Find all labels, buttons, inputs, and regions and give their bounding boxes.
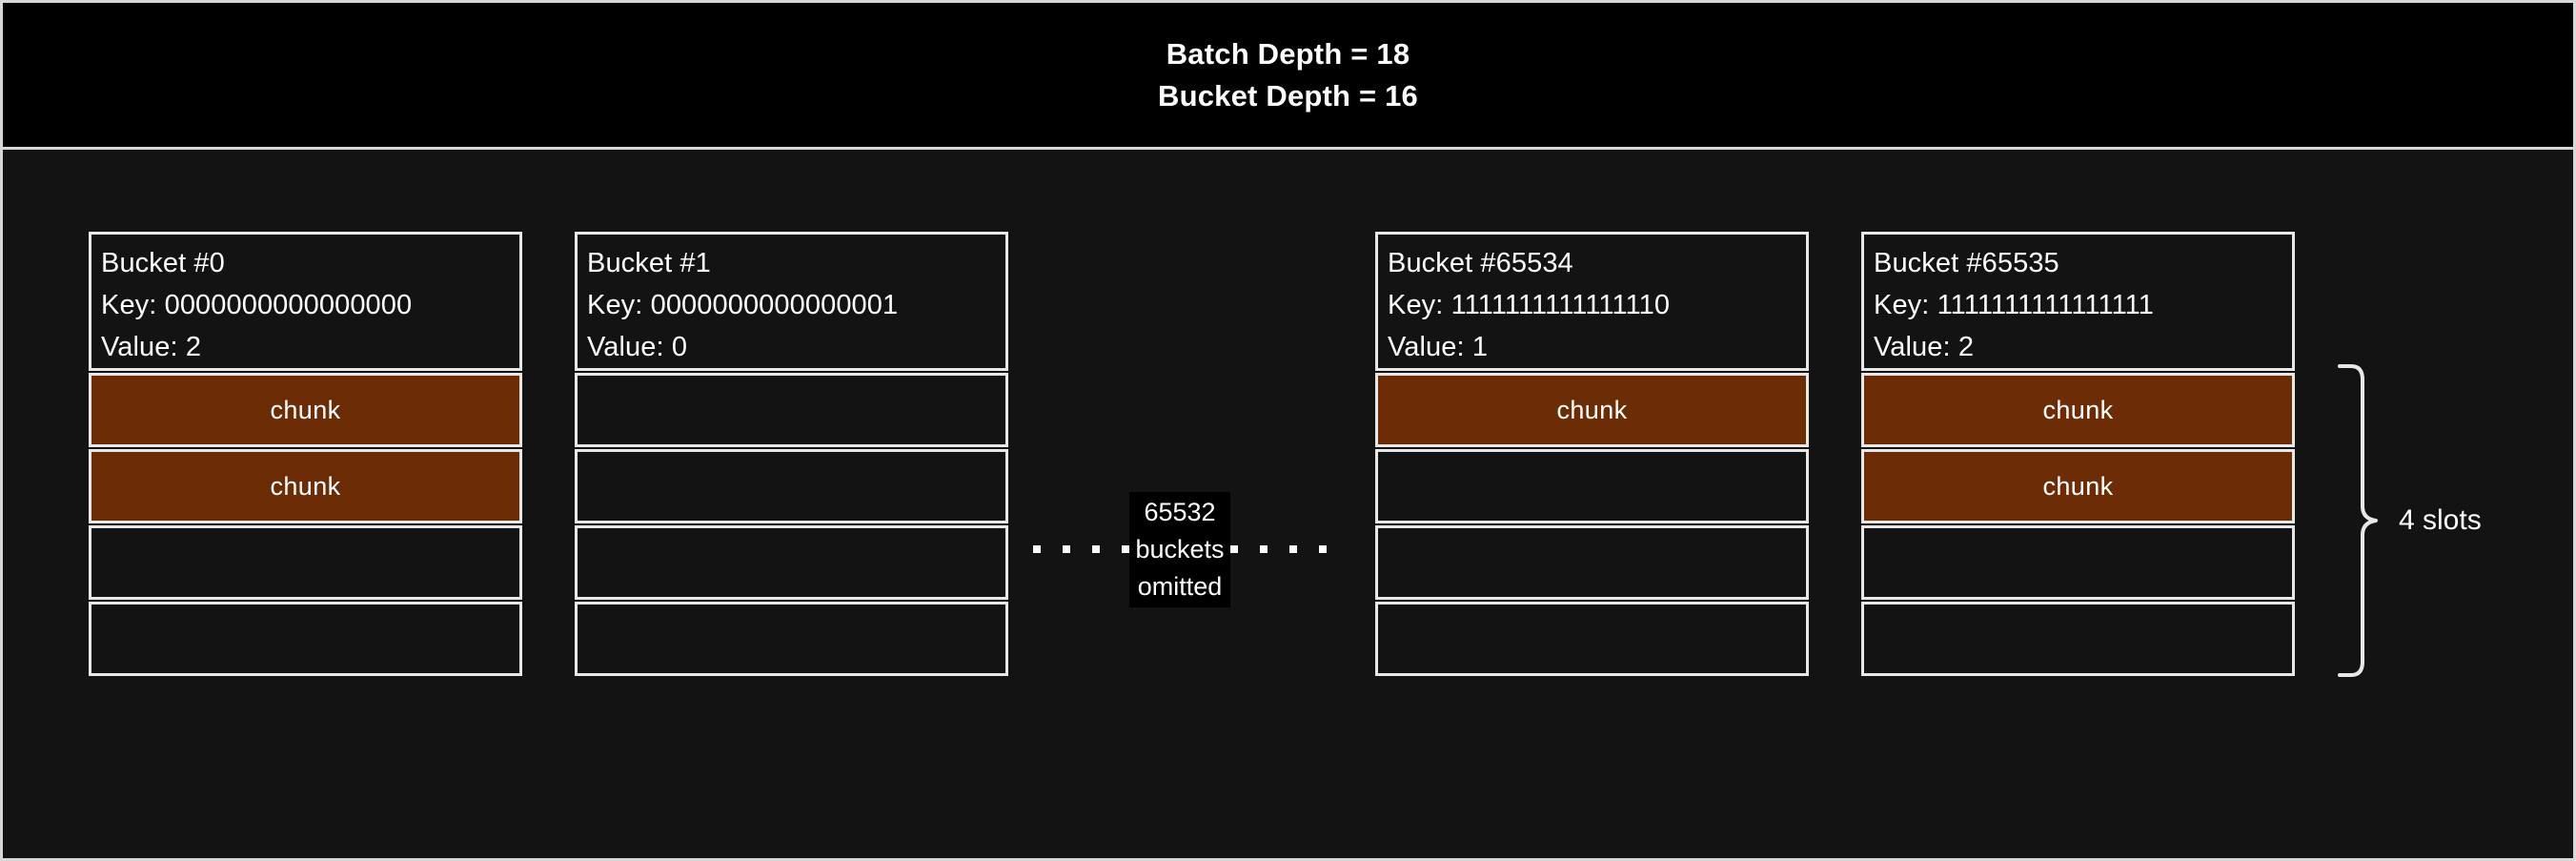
bucket-header-1: Bucket #1 Key: 0000000000000001 Value: 0 <box>575 232 1008 371</box>
slot-empty[interactable] <box>1861 602 2295 676</box>
slot-empty[interactable] <box>575 373 1008 447</box>
slots-brace-annotation: 4 slots <box>2338 363 2566 678</box>
bucket-header-65535: Bucket #65535 Key: 1111111111111111 Valu… <box>1861 232 2295 371</box>
bucket-header-65534: Bucket #65534 Key: 1111111111111110 Valu… <box>1375 232 1809 371</box>
omitted-unit: buckets <box>1135 534 1225 564</box>
slot-label: chunk <box>2042 471 2114 501</box>
bucket-title: Bucket #1 <box>587 248 711 278</box>
dot <box>1288 545 1297 553</box>
slot-empty[interactable] <box>89 602 522 676</box>
slot-chunk[interactable]: chunk <box>89 373 522 447</box>
dot <box>1318 545 1327 553</box>
bucket-title: Bucket #65535 <box>1874 248 2059 278</box>
bucket-slots-65534: chunk <box>1375 373 1809 676</box>
bucket-slots-0: chunk chunk <box>89 373 522 676</box>
slots-count-label: 4 slots <box>2399 504 2482 536</box>
bucket-key: Key: 0000000000000001 <box>587 290 899 320</box>
bucket-slots-1 <box>575 373 1008 676</box>
bucket-key: Key: 1111111111111110 <box>1388 290 1671 320</box>
slot-empty[interactable] <box>89 525 522 600</box>
diagram-header: Batch Depth = 18 Bucket Depth = 16 <box>3 3 2573 150</box>
slot-chunk[interactable]: chunk <box>1861 373 2295 447</box>
dot <box>1092 545 1101 553</box>
omitted-count-label: 65532 buckets omitted <box>1129 491 1230 607</box>
bucket-card-1[interactable]: Bucket #1 Key: 0000000000000001 Value: 0 <box>575 232 1008 676</box>
slot-chunk[interactable]: chunk <box>89 449 522 523</box>
slot-empty[interactable] <box>1375 449 1809 523</box>
dot <box>1033 545 1042 553</box>
bucket-card-65534[interactable]: Bucket #65534 Key: 1111111111111110 Valu… <box>1375 232 1809 676</box>
dotted-line-right <box>1229 545 1327 553</box>
bucket-header-0: Bucket #0 Key: 0000000000000000 Value: 2 <box>89 232 522 371</box>
slot-label: chunk <box>270 395 341 424</box>
slot-chunk[interactable]: chunk <box>1375 373 1809 447</box>
slot-empty[interactable] <box>575 449 1008 523</box>
slot-label: chunk <box>1556 395 1628 424</box>
dotted-line-left <box>1033 545 1130 553</box>
bucket-title: Bucket #65534 <box>1388 248 1573 278</box>
bucket-slots-65535: chunk chunk <box>1861 373 2295 676</box>
omitted-count: 65532 <box>1144 497 1216 526</box>
buckets-omitted-marker: 65532 buckets omitted <box>1032 487 1328 611</box>
slot-empty[interactable] <box>1375 525 1809 600</box>
slot-empty[interactable] <box>1861 525 2295 600</box>
bucket-depth-label: Bucket Depth = 16 <box>1157 78 1418 113</box>
slot-label: chunk <box>270 471 341 501</box>
dot <box>1063 545 1071 553</box>
slot-empty[interactable] <box>575 602 1008 676</box>
dot <box>1229 545 1238 553</box>
dot <box>1122 545 1130 553</box>
slot-label: chunk <box>2042 395 2114 424</box>
curly-brace-icon <box>2338 364 2378 677</box>
bucket-value: Value: 2 <box>1874 332 1975 362</box>
bucket-value: Value: 1 <box>1388 332 1489 362</box>
bucket-card-65535[interactable]: Bucket #65535 Key: 1111111111111111 Valu… <box>1861 232 2295 676</box>
bucket-title: Bucket #0 <box>101 248 225 278</box>
batch-depth-label: Batch Depth = 18 <box>1166 36 1410 71</box>
bucket-value: Value: 0 <box>587 332 688 362</box>
dot <box>1259 545 1268 553</box>
slot-empty[interactable] <box>575 525 1008 600</box>
bucket-key: Key: 0000000000000000 <box>101 290 413 320</box>
omitted-word: omitted <box>1137 571 1223 601</box>
bucket-value: Value: 2 <box>101 332 202 362</box>
diagram-canvas: Bucket #0 Key: 0000000000000000 Value: 2… <box>3 150 2573 858</box>
slot-empty[interactable] <box>1375 602 1809 676</box>
bucket-key: Key: 1111111111111111 <box>1874 290 2154 320</box>
slot-chunk[interactable]: chunk <box>1861 449 2295 523</box>
bucket-card-0[interactable]: Bucket #0 Key: 0000000000000000 Value: 2… <box>89 232 522 676</box>
